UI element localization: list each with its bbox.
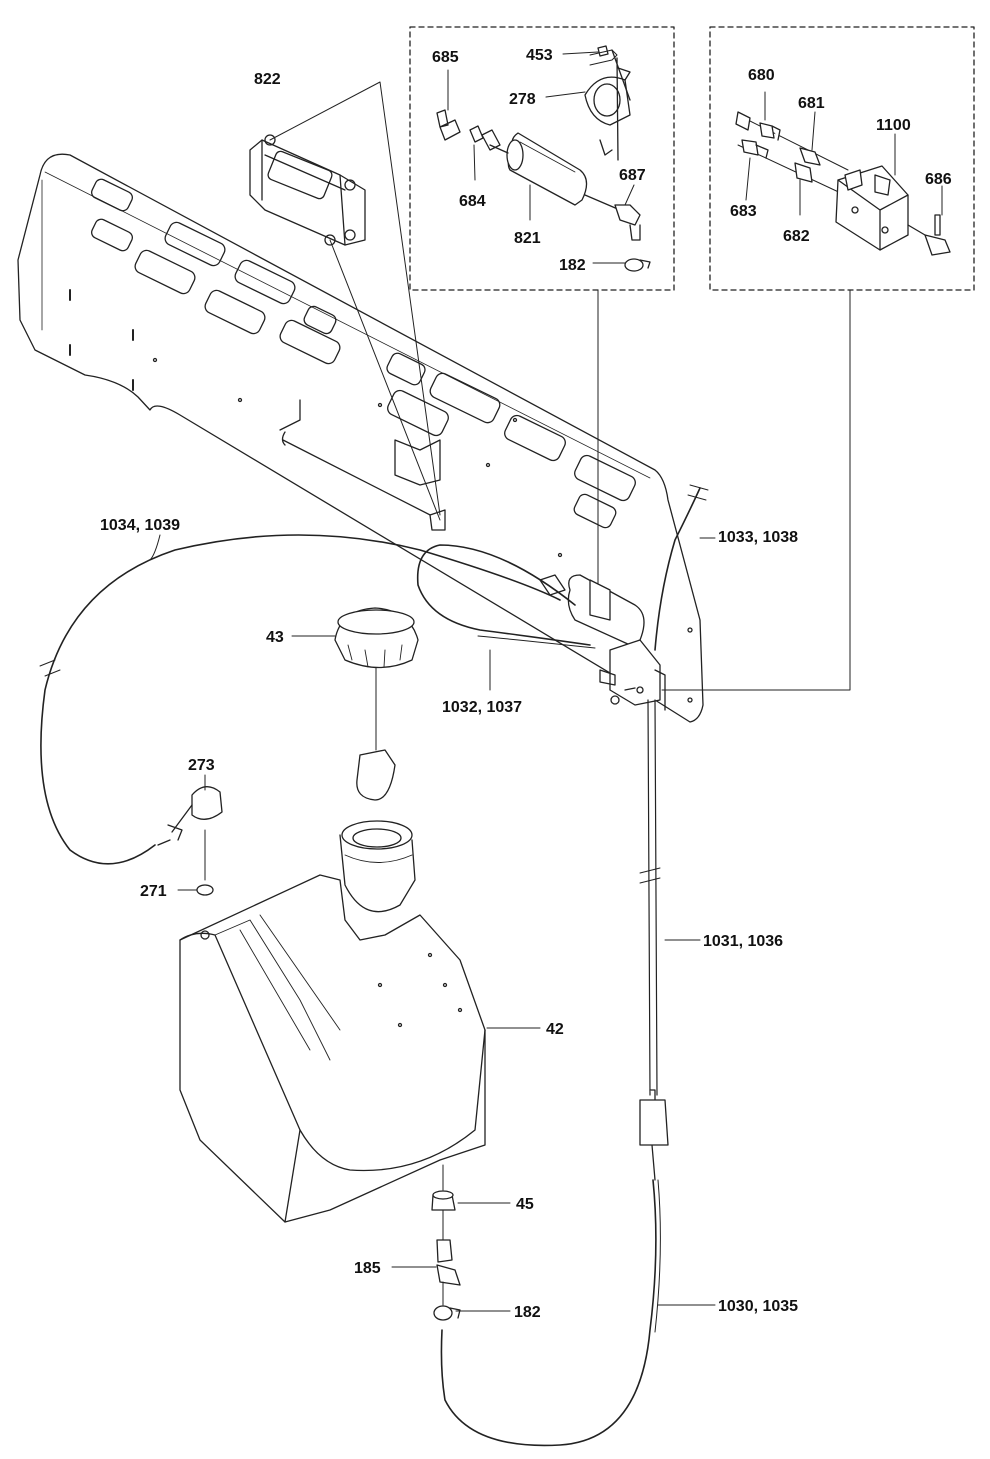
callout-45: 45 <box>516 1196 534 1213</box>
callout-182-bottom: 182 <box>514 1304 541 1321</box>
hose-1032-1037 <box>416 544 591 646</box>
controller-module-822 <box>249 81 441 521</box>
hose-1034-1039 <box>40 534 561 865</box>
detail-leader-valve <box>661 289 851 691</box>
callout-821: 821 <box>514 230 541 247</box>
mounting-panel <box>17 153 704 723</box>
callout-182-top: 182 <box>559 257 586 274</box>
callout-1031-1036: 1031, 1036 <box>703 933 783 950</box>
callout-687: 687 <box>619 167 646 184</box>
callout-273: 273 <box>188 757 215 774</box>
callout-1034-1039: 1034, 1039 <box>100 517 180 534</box>
valve-block-detail-box <box>709 26 975 291</box>
mounted-pump-assembly <box>539 574 666 711</box>
callout-1030-1035: 1030, 1035 <box>718 1298 798 1315</box>
grommet-271 <box>196 884 214 896</box>
callout-1032-1037: 1032, 1037 <box>442 699 522 716</box>
fuel-pump-detail-box <box>409 26 675 291</box>
callout-680: 680 <box>748 67 775 84</box>
callout-822: 822 <box>254 71 281 88</box>
callout-278: 278 <box>509 91 536 108</box>
callout-1033-1038: 1033, 1038 <box>718 529 798 546</box>
callout-leaders <box>149 51 943 1312</box>
callout-1100: 1100 <box>876 117 911 134</box>
callout-686: 686 <box>925 171 952 188</box>
vent-fitting-273 <box>157 786 223 881</box>
callout-682: 682 <box>783 228 810 245</box>
hose-1033-1038 <box>654 487 701 651</box>
hose-1031-1036 <box>647 699 658 1096</box>
fuel-tank-42 <box>179 820 486 1223</box>
callout-43: 43 <box>266 629 284 646</box>
hose-1030-1035 <box>440 1179 657 1447</box>
bottom-fittings <box>431 1164 461 1321</box>
callout-684: 684 <box>459 193 486 210</box>
callout-271: 271 <box>140 883 167 900</box>
callout-185: 185 <box>354 1260 381 1277</box>
valve-block-detail-parts <box>735 111 951 256</box>
callout-453: 453 <box>526 47 553 64</box>
callout-685: 685 <box>432 49 459 66</box>
fuel-cap-43 <box>334 607 419 801</box>
callout-681: 681 <box>798 95 825 112</box>
fuel-pump-detail-parts <box>436 45 651 272</box>
inline-fuel-filter <box>639 1089 669 1181</box>
callout-42: 42 <box>546 1021 564 1038</box>
callout-683: 683 <box>730 203 757 220</box>
